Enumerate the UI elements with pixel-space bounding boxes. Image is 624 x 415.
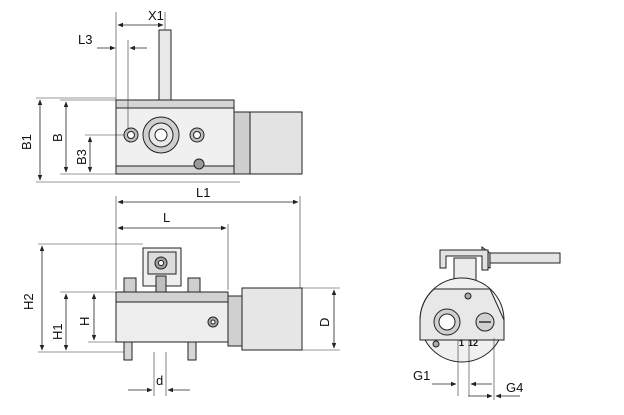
- dim-l-label: L: [163, 210, 170, 225]
- front-view: L1 L H2 H1: [21, 185, 340, 396]
- dim-h-label: H: [77, 317, 92, 326]
- dim-h1-label: H1: [50, 323, 65, 340]
- dim-b3-label: B3: [74, 149, 89, 165]
- dim-x1-label: X1: [148, 8, 164, 23]
- top-view-stem: [158, 29, 172, 101]
- dim-g1-label: G1: [413, 368, 430, 383]
- dim-g4-label: G4: [506, 380, 523, 395]
- dim-b1-label: B1: [19, 134, 34, 150]
- port-1-label: 1: [459, 338, 464, 348]
- dim-l1-label: L1: [196, 185, 210, 200]
- dim-h2-label: H2: [21, 293, 36, 310]
- dim-b-label: B: [50, 133, 65, 142]
- dim-d-lower-label: d: [156, 373, 163, 388]
- side-view: 1 12 G1 G4: [413, 246, 561, 400]
- cable: [489, 252, 561, 264]
- dim-d-upper-label: D: [317, 318, 332, 327]
- port-12-label: 12: [468, 338, 478, 348]
- dim-l3-label: L3: [78, 32, 92, 47]
- top-view: X1 L3 B1 B B3: [19, 8, 303, 183]
- side-bracket: [439, 249, 489, 271]
- front-view-connector: [227, 295, 243, 347]
